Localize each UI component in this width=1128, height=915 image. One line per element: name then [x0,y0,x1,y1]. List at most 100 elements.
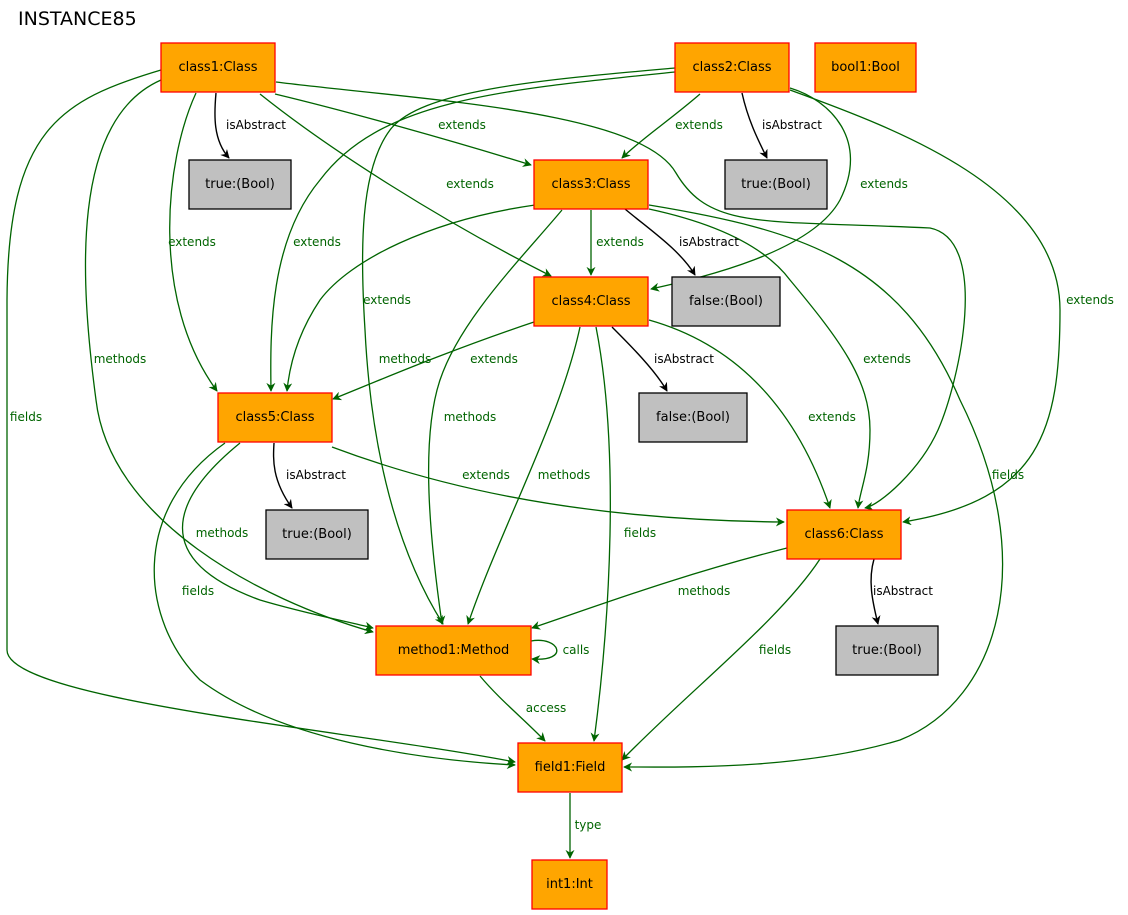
node-label-int1: int1:Int [546,877,593,892]
node-box-false1 [671,276,781,327]
edge-class2-methods-method1 [361,67,676,625]
edge-label-fields: fields [992,468,1024,482]
node-box-class3 [533,159,649,210]
edge-label-methods: methods [444,410,497,424]
edge-label-methods: methods [94,352,147,366]
node-class4: class4:Class [533,276,649,327]
node-true3: true:(Bool) [265,509,369,560]
edge-label-extends: extends [863,352,911,366]
node-label-true1: true:(Bool) [205,177,275,192]
edge-label-extends: extends [675,118,723,132]
node-class3: class3:Class [533,159,649,210]
node-box-class1 [160,42,276,93]
node-int1: int1:Int [531,859,608,910]
edge-class1-methods-method1 [84,79,374,635]
node-label-method1: method1:Method [398,643,510,658]
node-label-true3: true:(Bool) [282,527,352,542]
edge-class2-extends-class6 [789,89,1061,526]
node-label-true4: true:(Bool) [852,643,922,658]
node-false1: false:(Bool) [671,276,781,327]
edge-label-extends: extends [860,177,908,191]
node-box-true2 [724,159,828,210]
node-field1: field1:Field [517,742,623,793]
edge-class3-fields-field1 [623,204,1004,772]
edge-label-extends: extends [470,352,518,366]
node-label-class6: class6:Class [804,527,883,542]
node-class2: class2:Class [674,42,790,93]
node-method1: method1:Method [375,625,532,676]
edge-label-fields: fields [759,643,791,657]
edge-class4-fields-field1 [590,326,611,742]
edge-class4-isAbstract-false2 [611,326,668,392]
node-true4: true:(Bool) [835,625,939,676]
edge-label-extends: extends [462,468,510,482]
edge-class4-extends-class6 [648,319,832,509]
node-true1: true:(Bool) [188,159,292,210]
edge-class5-fields-field1 [153,442,516,770]
node-box-true4 [835,625,939,676]
node-box-class5 [217,392,333,443]
node-false2: false:(Bool) [638,392,748,443]
edge-label-access: access [526,701,566,715]
node-label-class3: class3:Class [551,177,630,192]
node-box-class6 [786,509,902,560]
node-box-method1 [375,625,532,676]
edge-class5-extends-class6 [331,446,785,527]
edge-class2-extends-class5 [266,71,676,392]
edge-class4-extends-class5 [332,321,535,401]
node-box-class4 [533,276,649,327]
node-label-true2: true:(Bool) [741,177,811,192]
node-label-class5: class5:Class [235,410,314,425]
edge-class6-isAbstract-true4 [870,558,881,625]
edge-class1-extends-class5 [169,92,218,392]
edge-class1-extends-class6 [275,81,966,511]
edge-label-calls: calls [563,643,590,657]
edge-class1-extends-class3 [274,93,532,167]
node-box-field1 [517,742,623,793]
node-box-false2 [638,392,748,443]
edge-label-methods: methods [678,584,731,598]
node-true2: true:(Bool) [724,159,828,210]
edge-class1-isAbstract-true1 [214,92,230,159]
edge-label-methods: methods [196,526,249,540]
edge-label-isAbstract: isAbstract [654,352,714,366]
node-label-field1: field1:Field [535,760,606,775]
node-label-bool1: bool1:Bool [831,60,900,75]
edge-method1-calls-method1 [530,639,558,665]
edge-label-extends: extends [293,235,341,249]
edge-label-isAbstract: isAbstract [226,118,286,132]
node-label-class1: class1:Class [178,60,257,75]
edge-label-isAbstract: isAbstract [679,235,739,249]
node-label-false2: false:(Bool) [656,410,730,425]
node-label-class4: class4:Class [551,294,630,309]
node-class5: class5:Class [217,392,333,443]
edge-class5-methods-method1 [182,442,374,631]
node-label-class2: class2:Class [692,60,771,75]
edge-class2-isAbstract-true2 [741,92,768,159]
node-box-int1 [531,859,608,910]
edge-label-fields: fields [182,584,214,598]
node-box-true3 [265,509,369,560]
edge-label-extends: extends [596,235,644,249]
edge-class3-methods-method1 [427,209,563,625]
edge-class3-extends-class5 [283,204,536,392]
edge-label-methods: methods [538,468,591,482]
edge-label-extends: extends [808,410,856,424]
edge-class3-isAbstract-false1 [624,208,696,276]
edge-class1-fields-field1 [6,69,516,765]
edge-label-type: type [575,818,602,832]
edge-class5-isAbstract-true3 [272,442,293,509]
edge-class3-extends-class6 [648,208,871,509]
node-box-bool1 [814,42,917,93]
edge-class6-fields-field1 [621,558,821,761]
edge-class6-methods-method1 [531,547,788,630]
node-class6: class6:Class [786,509,902,560]
node-box-true1 [188,159,292,210]
edge-label-extends: extends [168,235,216,249]
edge-label-fields: fields [624,526,656,540]
edge-label-isAbstract: isAbstract [286,468,346,482]
node-box-class2 [674,42,790,93]
edge-label-extends: extends [363,293,411,307]
edge-method1-access-field1 [479,675,546,742]
